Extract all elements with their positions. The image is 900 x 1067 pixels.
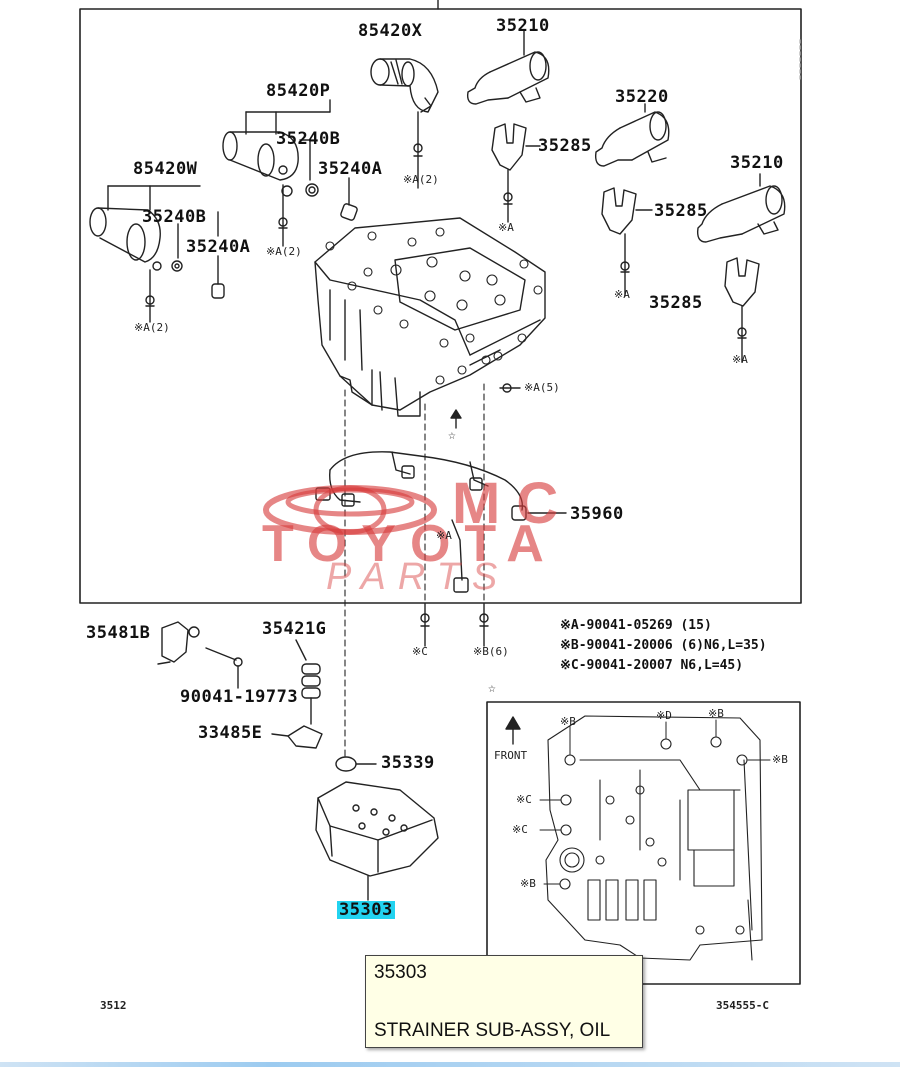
label-35220[interactable]: 35220 bbox=[615, 87, 669, 107]
watermark-line3: PARTS bbox=[326, 556, 510, 598]
label-35210-top[interactable]: 35210 bbox=[496, 16, 550, 36]
label-35285-b[interactable]: 35285 bbox=[654, 201, 708, 221]
detail-frame bbox=[486, 701, 801, 985]
wire-harness-35960-shape bbox=[315, 451, 567, 593]
watermark-line1: MC bbox=[452, 471, 575, 536]
label-35339[interactable]: 35339 bbox=[381, 753, 435, 773]
bolt-note: ※C-90041-20007 N6,L=45) bbox=[560, 658, 744, 673]
solenoid-35210-top-shape bbox=[466, 29, 550, 105]
label-90041-19773[interactable]: 90041-19773 bbox=[180, 687, 299, 707]
label-35285-a[interactable]: 35285 bbox=[538, 136, 592, 156]
detail-ref: ※B bbox=[520, 877, 536, 890]
label-35240b-left[interactable]: 35240B bbox=[142, 207, 207, 227]
star-mark-1: ☆ bbox=[448, 428, 456, 443]
solenoid-85420x-shape bbox=[370, 58, 439, 189]
label-85420p[interactable]: 85420P bbox=[266, 81, 331, 101]
ref-a-285: ※A bbox=[498, 221, 514, 234]
part-tooltip: 35303 STRAINER SUB-ASSY, OIL bbox=[365, 955, 643, 1048]
ref-a-bottom: ※A bbox=[436, 529, 452, 542]
label-35240a-left[interactable]: 35240A bbox=[186, 237, 251, 257]
main-frame bbox=[79, 8, 802, 604]
bracket-35481b-shape bbox=[157, 621, 243, 689]
strainer-35303-shape bbox=[315, 781, 439, 901]
part-33485e-shape bbox=[271, 725, 323, 749]
solenoid-35210-right-shape bbox=[696, 173, 786, 243]
ref-a-right1: ※A bbox=[614, 288, 630, 301]
gasket-35339-shape bbox=[335, 756, 357, 772]
detail-ref: ※B bbox=[772, 753, 788, 766]
star-mark-2: ☆ bbox=[488, 681, 496, 696]
label-35421g[interactable]: 35421G bbox=[262, 619, 327, 639]
ref-b6: ※B(6) bbox=[473, 645, 509, 658]
label-35240b-top[interactable]: 35240B bbox=[276, 129, 341, 149]
tooltip-description: STRAINER SUB-ASSY, OIL bbox=[374, 1020, 611, 1041]
detail-ref: ※B bbox=[560, 715, 576, 728]
watermark-line2: TOYOTA bbox=[262, 515, 558, 573]
spacer-35421g-shape bbox=[295, 639, 321, 725]
label-33485e[interactable]: 33485E bbox=[198, 723, 263, 743]
fork-35285-b-shape bbox=[601, 187, 653, 297]
label-35960[interactable]: 35960 bbox=[570, 504, 624, 524]
label-35303-selected[interactable]: 35303 bbox=[337, 900, 395, 920]
fork-35285-c-shape bbox=[724, 257, 760, 363]
fork-35285-a-shape bbox=[491, 123, 541, 223]
ref-a2-top: ※A(2) bbox=[403, 173, 439, 186]
bolt-note: ※A-90041-05269 (15) bbox=[560, 618, 712, 633]
detail-ref: ※D bbox=[656, 709, 672, 722]
solenoid-85420w-shape bbox=[89, 185, 225, 323]
label-35481b[interactable]: 35481B bbox=[86, 623, 151, 643]
footer-left-code: 3512 bbox=[100, 999, 127, 1012]
ref-a-right2: ※A bbox=[732, 353, 748, 366]
label-85420x[interactable]: 85420X bbox=[358, 21, 423, 41]
window-bottom-bar bbox=[0, 1062, 900, 1067]
tooltip-part-number: 35303 bbox=[374, 962, 427, 983]
label-35210-right[interactable]: 35210 bbox=[730, 153, 784, 173]
ref-c: ※C bbox=[412, 645, 428, 658]
detail-ref: ※C bbox=[512, 823, 528, 836]
detail-ref: ※C bbox=[516, 793, 532, 806]
detail-valve-body bbox=[545, 715, 763, 961]
label-85420w[interactable]: 85420W bbox=[133, 159, 198, 179]
ref-a2-left: ※A(2) bbox=[134, 321, 170, 334]
bolt-note: ※B-90041-20006 (6)N6,L=35) bbox=[560, 638, 767, 653]
label-35285-c[interactable]: 35285 bbox=[649, 293, 703, 313]
label-35240a-top[interactable]: 35240A bbox=[318, 159, 383, 179]
solenoid-35220-shape bbox=[594, 103, 670, 167]
detail-ref: ※B bbox=[708, 707, 724, 720]
ref-a2-mid: ※A(2) bbox=[266, 245, 302, 258]
solenoid-85420p-shape bbox=[222, 99, 358, 247]
detail-leader-lines bbox=[539, 719, 771, 885]
watermark-logo-emblem bbox=[263, 485, 437, 535]
ref-a5: ※A(5) bbox=[524, 381, 560, 394]
front-label: FRONT bbox=[494, 749, 528, 762]
valve-body-shape bbox=[314, 217, 546, 417]
footer-right-code: 354555-C bbox=[716, 999, 769, 1012]
